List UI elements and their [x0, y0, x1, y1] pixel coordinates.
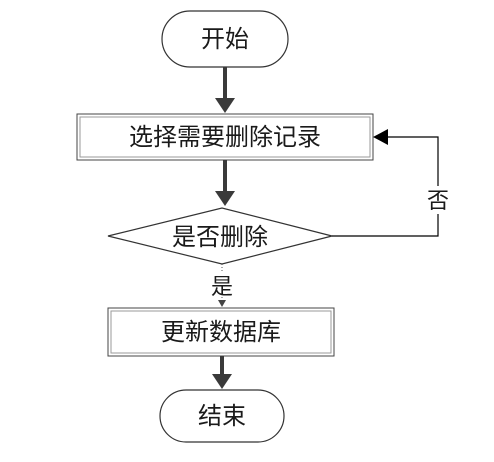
yes-label-background [207, 273, 237, 297]
start-node: 开始 [161, 10, 289, 68]
end-node: 结束 [159, 389, 285, 443]
select-record-node: 选择需要删除记录 [76, 113, 374, 161]
end-node-label: 结束 [198, 402, 246, 430]
update-database-label: 更新数据库 [161, 318, 281, 346]
arrow-select-to-decision [215, 160, 235, 206]
yes-branch-label: 是 [211, 275, 233, 300]
no-label-background [425, 186, 451, 214]
select-record-label: 选择需要删除记录 [129, 123, 321, 151]
update-database-node: 更新数据库 [107, 307, 335, 357]
no-branch-label: 否 [427, 189, 449, 214]
decision-label: 是否删除 [172, 223, 268, 251]
arrow-start-to-select [215, 67, 235, 113]
decision-node: 是否删除 [107, 207, 333, 265]
arrow-update-to-end [212, 356, 232, 389]
start-node-label: 开始 [201, 25, 249, 53]
